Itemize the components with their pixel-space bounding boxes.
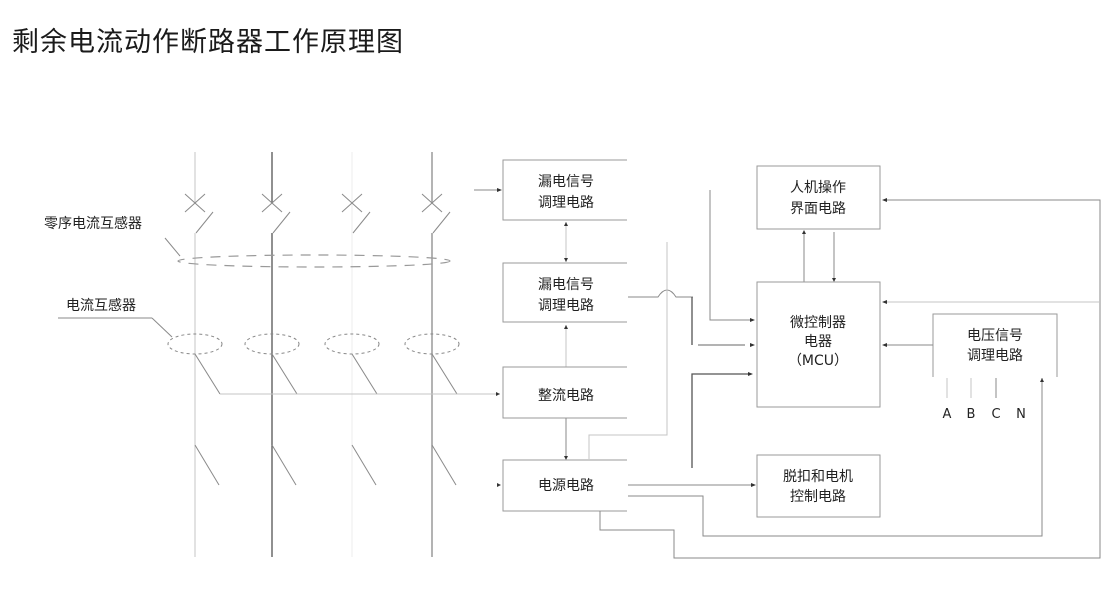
- block-leakage-signal-1-line2: 调理电路: [538, 195, 594, 211]
- block-voltage-signal: 电压信号 调理电路: [932, 313, 1058, 377]
- block-trip-motor-control: 脱扣和电机 控制电路: [756, 454, 881, 518]
- pole-1: [184, 152, 214, 557]
- block-hmi: 人机操作 界面电路: [756, 165, 881, 230]
- breaker-poles: [184, 152, 457, 557]
- block-rectifier: 整流电路: [502, 366, 627, 419]
- pole-4: [421, 152, 451, 557]
- current-transformers: 电流互感器: [58, 297, 500, 396]
- block-mcu-line1: 微控制器: [790, 315, 846, 331]
- block-trip-motor-line2: 控制电路: [790, 489, 846, 505]
- current-transformer-label: 电流互感器: [66, 297, 136, 314]
- pole-3: [341, 152, 371, 557]
- block-mcu-line2: 电器: [804, 334, 832, 350]
- block-power-supply: 电源电路: [502, 459, 627, 512]
- zero-sequence-ct: 零序电流互感器: [44, 215, 451, 268]
- block-power-supply-label: 电源电路: [538, 478, 594, 494]
- block-leakage-signal-2: 漏电信号 调理电路: [502, 262, 627, 323]
- block-voltage-signal-line2: 调理电路: [967, 348, 1023, 364]
- diagram-title: 剩余电流动作断路器工作原理图: [12, 27, 404, 58]
- block-leakage-signal-1: 漏电信号 调理电路: [502, 159, 627, 221]
- block-leakage-signal-2-line1: 漏电信号: [538, 277, 594, 293]
- block-mcu-line3: （MCU）: [788, 353, 848, 369]
- pole-2: [261, 152, 291, 557]
- block-trip-motor-line1: 脱扣和电机: [783, 469, 853, 485]
- terminal-n: N: [1016, 407, 1026, 422]
- block-mcu: 微控制器 电器 （MCU）: [756, 281, 881, 408]
- block-leakage-signal-2-line2: 调理电路: [538, 298, 594, 314]
- block-hmi-line1: 人机操作: [790, 180, 846, 196]
- terminal-a: A: [943, 407, 952, 422]
- zero-sequence-ct-label: 零序电流互感器: [44, 215, 142, 232]
- terminal-c: C: [991, 407, 1000, 422]
- block-hmi-line2: 界面电路: [790, 201, 846, 217]
- block-leakage-signal-1-line1: 漏电信号: [538, 174, 594, 190]
- block-rectifier-label: 整流电路: [538, 388, 594, 404]
- block-voltage-signal-line1: 电压信号: [967, 328, 1023, 344]
- terminal-b: B: [967, 407, 976, 422]
